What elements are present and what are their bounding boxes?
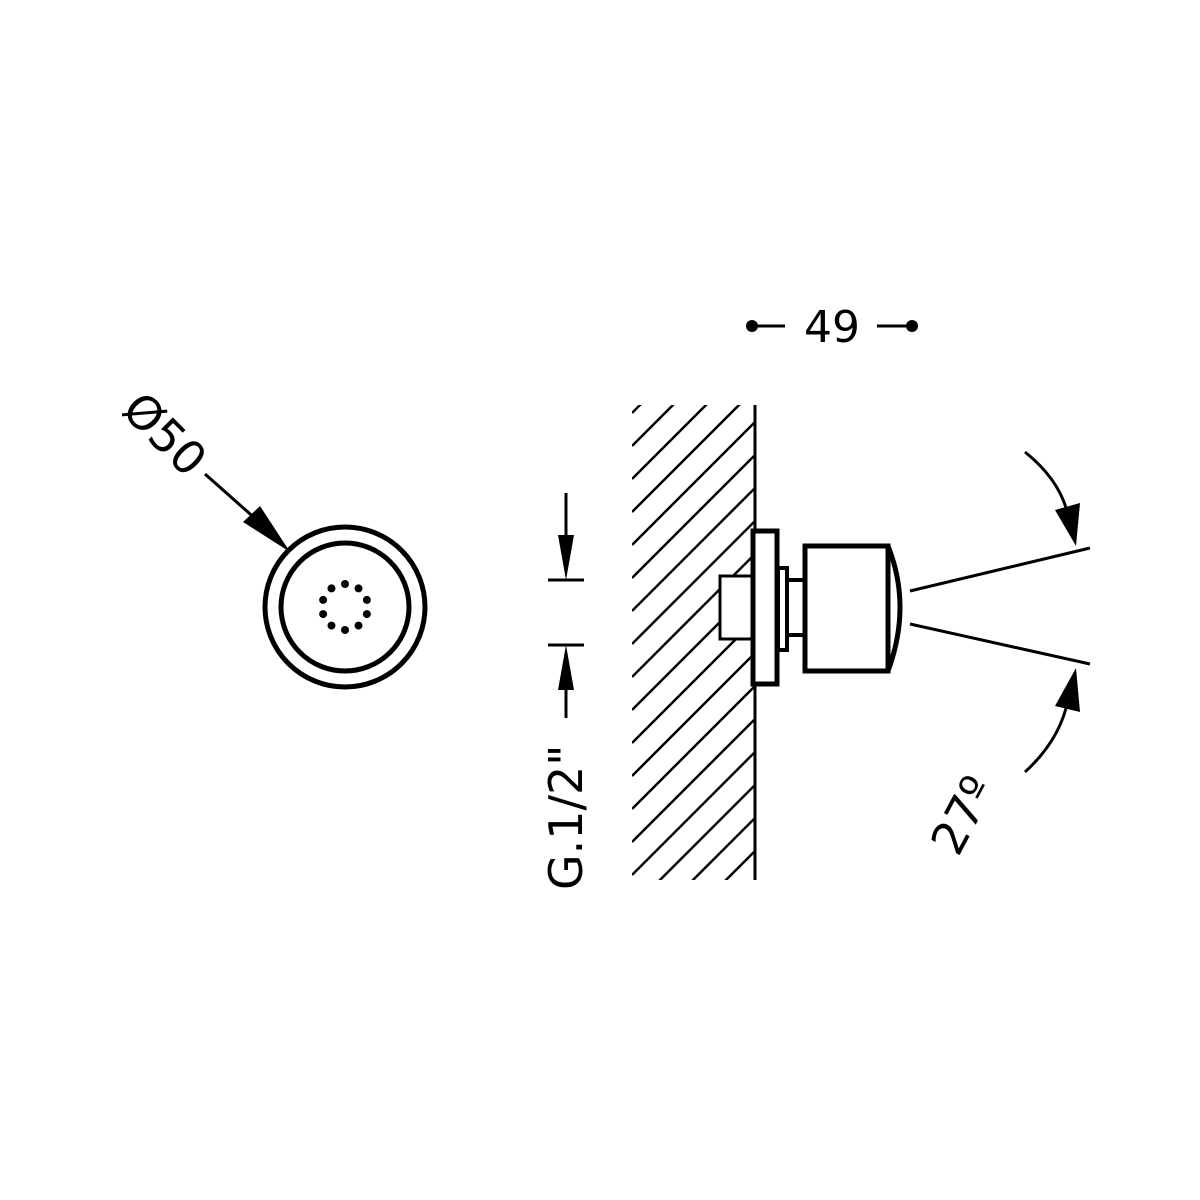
hatch-line <box>632 405 642 414</box>
thread-dimension <box>548 493 584 718</box>
nozzle-hole <box>327 584 336 593</box>
nozzle-hole <box>319 610 328 619</box>
hatch-line <box>632 453 755 579</box>
nozzle-hole <box>362 610 371 619</box>
thread-label: G.1/2" <box>539 745 593 890</box>
angle-arrow-bottom-icon <box>1055 668 1080 712</box>
angle-arrow-top-icon <box>1055 503 1080 546</box>
hatch-line <box>632 405 708 480</box>
thread-arrow-down-icon <box>558 535 574 580</box>
hatch-line <box>632 486 755 612</box>
nozzle-hole <box>341 580 349 588</box>
hatch-line <box>691 816 755 880</box>
hatch-line <box>632 879 760 1007</box>
hatch-line <box>632 552 755 678</box>
hatch-line <box>632 684 755 810</box>
hatch-line <box>632 717 755 843</box>
hatch-line <box>632 252 760 380</box>
nozzle-hole <box>327 621 336 630</box>
spray-angle <box>909 450 1091 774</box>
front-view: Ø50 <box>112 382 428 690</box>
hatch-line <box>658 783 755 880</box>
diameter-arrow-icon <box>243 506 290 552</box>
hatch-line <box>632 405 741 513</box>
hatch-line <box>632 519 755 645</box>
hatch-line <box>632 651 755 777</box>
spray-angle-label: 27º <box>920 767 1005 863</box>
side-view-jet <box>718 528 903 687</box>
nozzle-hole <box>341 626 349 634</box>
hatch-line <box>724 849 755 880</box>
nozzle-ring <box>319 580 371 634</box>
hatch-line <box>632 750 755 876</box>
hatch-line <box>632 405 675 447</box>
thread-arrow-up-icon <box>558 645 574 690</box>
nozzle-hole <box>319 595 328 604</box>
depth-label: 49 <box>804 302 860 353</box>
hatch-line <box>632 420 755 546</box>
nozzle-hole <box>362 595 371 604</box>
inner-ring <box>278 540 412 674</box>
nozzle-hole <box>354 621 363 630</box>
depth-dimension: 49 <box>746 302 918 353</box>
outer-ring <box>262 524 428 690</box>
diameter-label: Ø50 <box>112 382 217 487</box>
nozzle-hole <box>354 584 363 593</box>
